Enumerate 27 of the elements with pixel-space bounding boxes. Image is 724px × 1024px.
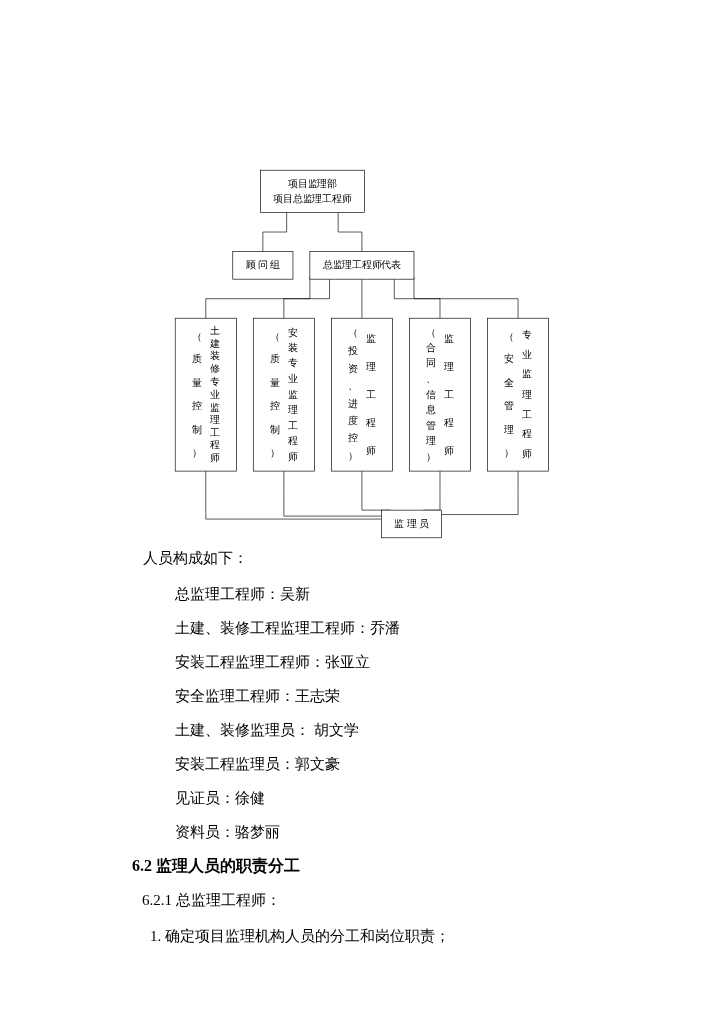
- node-box: （安全管理） 专业监理工程师: [487, 317, 550, 472]
- connector: [283, 278, 330, 319]
- connector: [205, 470, 382, 520]
- node-box: （合同、信息管理） 监理工程师: [409, 317, 471, 472]
- staff-entry: 总监理工程师：吴新: [175, 585, 310, 604]
- connector: [262, 212, 288, 252]
- intro-text: 人员构成如下：: [143, 549, 248, 568]
- node-box: 总监理工程师代表: [309, 251, 415, 280]
- connector: [394, 278, 441, 319]
- connector: [441, 470, 519, 515]
- staff-entry: 见证员：徐健: [175, 789, 265, 808]
- subsection-heading: 6.2.1 总监理工程师：: [142, 891, 281, 910]
- staff-entry: 资料员：骆梦丽: [175, 823, 280, 842]
- staff-entry: 安全监理工程师：王志荣: [175, 687, 340, 706]
- node-box: 项目监理部 项目总监理工程师: [260, 169, 365, 213]
- section-heading: 6.2 监理人员的职责分工: [132, 856, 300, 876]
- node-box: （质量控制） 安装专业监理工程师: [253, 317, 315, 472]
- staff-entry: 土建、装修工程监理工程师：乔潘: [175, 619, 400, 638]
- node-box: 顾 问 组: [232, 251, 294, 280]
- node-box: 监 理 员: [381, 509, 442, 539]
- staff-entry: 土建、装修监理员： 胡文学: [175, 721, 359, 740]
- staff-entry: 安装工程监理员：郭文豪: [175, 755, 340, 774]
- list-item: 1. 确定项目监理机构人员的分工和岗位职责；: [150, 927, 450, 946]
- staff-entry: 安装工程监理工程师：张亚立: [175, 653, 370, 672]
- node-box: （投资、进度控） 监理工程师: [331, 317, 393, 472]
- connector: [283, 470, 382, 517]
- connector: [337, 212, 363, 252]
